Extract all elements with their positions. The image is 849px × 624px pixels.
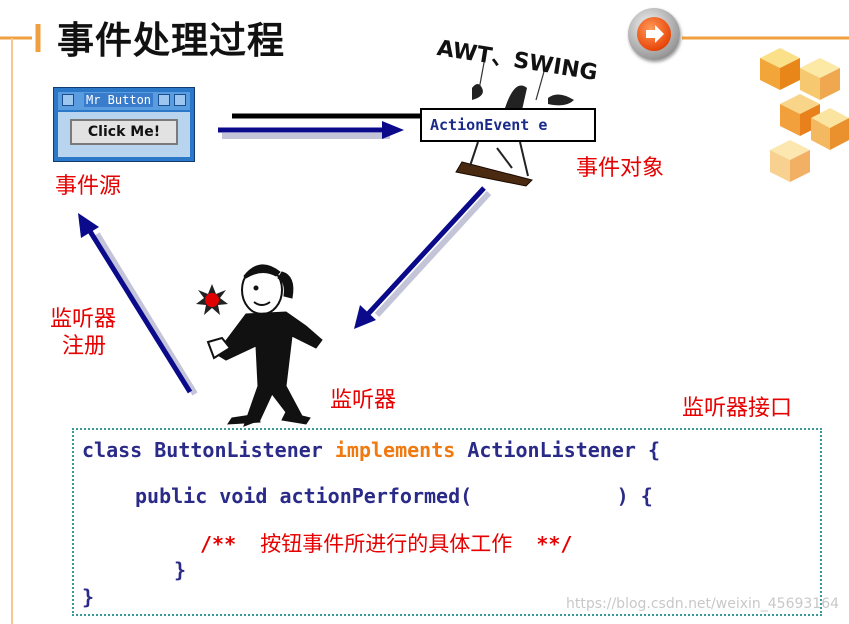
code-implements-keyword: implements xyxy=(334,438,456,462)
next-slide-button[interactable] xyxy=(628,8,680,60)
minimize-icon[interactable] xyxy=(158,94,170,106)
listener-register-label-line2: 注册 xyxy=(62,334,107,359)
watermark: https://blog.csdn.net/weixin_45693164 xyxy=(566,596,840,612)
code-line-1: class ButtonListener implements ActionLi… xyxy=(82,438,660,462)
comment-open: /** xyxy=(200,532,237,556)
window-title: Mr Button xyxy=(84,93,154,107)
alert-burst-icon xyxy=(196,284,228,315)
cube-decoration xyxy=(760,48,849,182)
window-titlebar: Mr Button xyxy=(58,92,190,110)
listener-man-illustration xyxy=(206,264,323,427)
code-class-decl: class ButtonListener xyxy=(82,438,335,462)
arrow-right-icon xyxy=(637,17,671,51)
comment-text: 按钮事件所进行的具体工作 xyxy=(260,532,513,556)
arrow-event-to-listener xyxy=(354,186,492,329)
event-object-box: ActionEvent e xyxy=(420,108,596,142)
code-line-3: /** 按钮事件所进行的具体工作 **/ xyxy=(200,528,572,558)
listener-register-label-line1: 监听器 xyxy=(50,307,117,332)
arrow-source-to-event xyxy=(218,121,404,139)
code-line-2: public void actionPerformed( ) { xyxy=(135,484,653,508)
window-menu-icon[interactable] xyxy=(62,94,74,106)
comment-close: **/ xyxy=(536,532,573,556)
click-me-button[interactable]: Click Me! xyxy=(70,119,178,145)
event-source-label: 事件源 xyxy=(55,174,122,199)
event-object-label: 事件对象 xyxy=(576,156,665,181)
code-interface-name: ActionListener { xyxy=(455,438,660,462)
window-body: Click Me! xyxy=(58,112,190,157)
page-title: 事件处理过程 xyxy=(57,19,285,62)
code-line-5: } xyxy=(82,585,95,609)
arrow-listener-to-source xyxy=(78,213,198,396)
maximize-icon[interactable] xyxy=(174,94,186,106)
listener-label: 监听器 xyxy=(330,388,397,413)
mr-button-window: Mr Button Click Me! xyxy=(53,87,195,162)
code-block: class ButtonListener implements ActionLi… xyxy=(72,428,822,616)
listener-interface-label: 监听器接口 xyxy=(682,396,793,421)
code-line-4: } xyxy=(174,558,187,582)
